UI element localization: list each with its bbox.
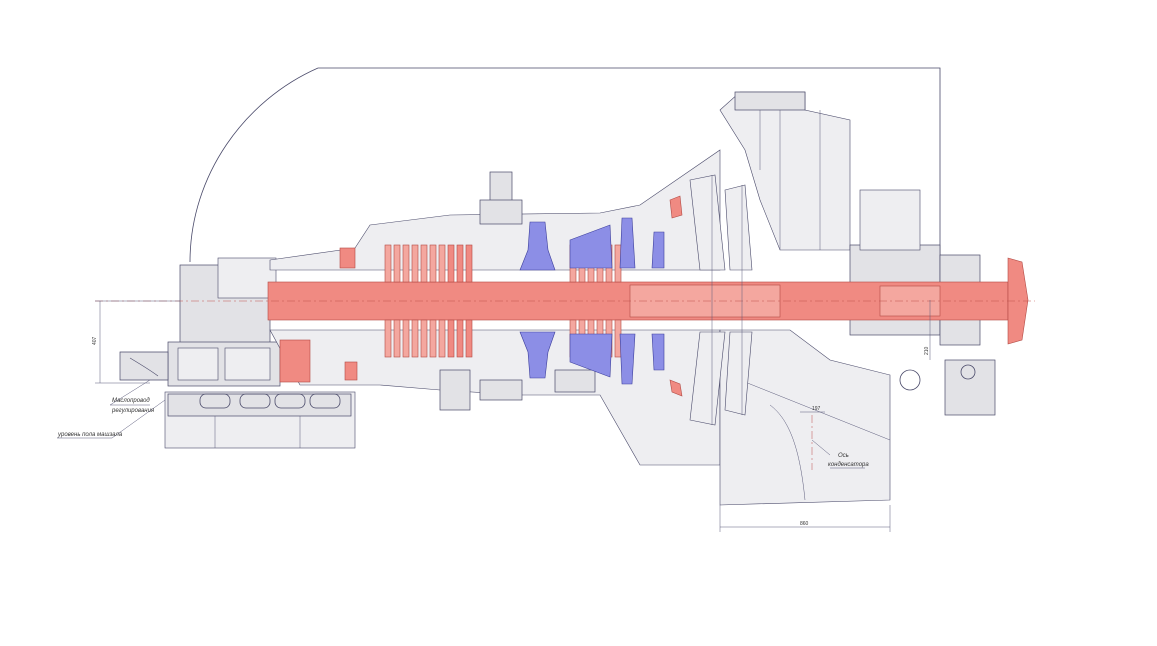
stage-disc-2-top — [402, 244, 410, 283]
stage-disc-5-bottom — [429, 319, 437, 358]
stage-disc-7-bottom — [447, 319, 455, 358]
lp-exhaust-casing — [719, 91, 891, 506]
stage-disc-1-bottom — [393, 319, 401, 358]
dim-left-height: 407 — [92, 336, 98, 345]
label-oil-pipe-1: Маслопровод — [112, 398, 150, 404]
dimension-condenser: 197 — [800, 406, 825, 413]
annotation-condenser-axis: Ось конденсатора — [811, 415, 869, 470]
front-bearing-pedestal — [119, 257, 281, 387]
dimension-left: 407 — [92, 300, 180, 384]
foundation-left — [164, 391, 356, 449]
stage-disc-3-bottom — [411, 319, 419, 358]
blue-blades — [519, 217, 665, 385]
label-floor-level: уровень пола машзала — [57, 432, 123, 438]
dim-condenser-offset: 197 — [812, 406, 821, 412]
dim-bottom-width: 860 — [800, 521, 809, 527]
stage-disc-0-top — [384, 244, 392, 283]
label-condenser-axis-2: конденсатора — [828, 462, 869, 468]
stage-disc-2-bottom — [402, 319, 410, 358]
stage-disc-4-top — [420, 244, 428, 283]
lp-last-stages — [689, 174, 753, 426]
label-oil-pipe-2: регулирования — [111, 408, 155, 414]
annotation-floor-level: уровень пола машзала — [57, 399, 166, 439]
dimension-right: 210 — [924, 300, 931, 360]
stage-disc-1-top — [393, 244, 401, 283]
stage-disc-4-bottom — [420, 319, 428, 358]
dimension-bottom: 860 — [719, 505, 891, 532]
red-details — [279, 195, 683, 397]
outer-boundary — [189, 67, 941, 265]
stage-disc-8-bottom — [456, 319, 464, 358]
stage-disc-8-top — [456, 244, 464, 283]
stage-disc-6-bottom — [438, 319, 446, 358]
stage-disc-6-top — [438, 244, 446, 283]
annotation-oil-pipe: Маслопровод регулирования — [109, 379, 155, 414]
label-condenser-axis-1: Ось — [838, 453, 849, 459]
stage-disc-5-top — [429, 244, 437, 283]
dim-right-height: 210 — [924, 346, 930, 355]
stage-disc-7-top — [447, 244, 455, 283]
stage-disc-9-top — [465, 244, 473, 283]
stage-disc-3-top — [411, 244, 419, 283]
stage-disc-9-bottom — [465, 319, 473, 358]
stage-disc-0-bottom — [384, 319, 392, 358]
